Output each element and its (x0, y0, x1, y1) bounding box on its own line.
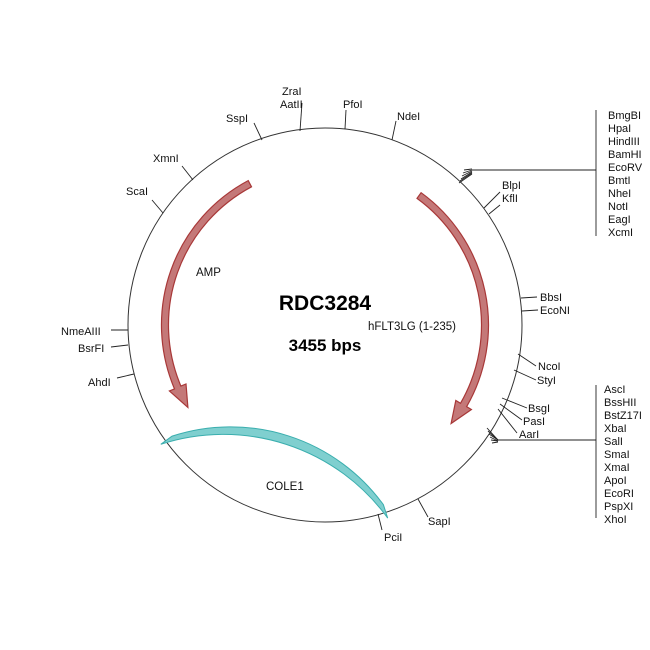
plasmid-name: RDC3284 (279, 292, 372, 315)
single-site-labels: ZraI AatII SspI PfoI NdeI XmnI ScaI BlpI… (61, 86, 570, 544)
hflt3lg-arrow (416, 191, 490, 425)
site-label-apoi: ApoI (604, 475, 627, 487)
plasmid-size: 3455 bps (289, 336, 362, 355)
site-label-bmgbi: BmgBI (608, 110, 641, 122)
feature-label-cole1: COLE1 (266, 481, 304, 493)
site-label-styi: StyI (537, 375, 556, 387)
site-label-hindiii: HindIII (608, 136, 640, 148)
plasmid-backbone (127, 127, 523, 523)
site-label-xhoi: XhoI (604, 514, 627, 526)
mcs-top-leader (458, 110, 597, 236)
feature-label-hflt3lg: hFLT3LG (1-235) (368, 321, 456, 333)
site-label-bsrfi: BsrFI (78, 343, 104, 355)
mcs-bottom-labels: AscI BssHII BstZ17I XbaI SalI SmaI XmaI … (604, 384, 642, 526)
site-label-pcii: PciI (384, 532, 402, 544)
site-label-bamhi: BamHI (608, 149, 642, 161)
site-label-nhei: NheI (608, 188, 631, 200)
site-label-aatii: AatII (280, 99, 303, 111)
site-label-sali: SalI (604, 436, 623, 448)
mcs-top-labels: BmgBI HpaI HindIII BamHI EcoRV BmtI NheI… (608, 110, 643, 239)
mcs-bottom-leader (486, 385, 597, 518)
site-label-sapi: SapI (428, 516, 451, 528)
site-label-bbsi: BbsI (540, 292, 562, 304)
site-label-smai: SmaI (604, 449, 630, 461)
site-label-bmti: BmtI (608, 175, 631, 187)
site-label-pasi: PasI (523, 416, 545, 428)
site-label-eagi: EagI (608, 214, 631, 226)
site-label-xbai: XbaI (604, 423, 627, 435)
site-label-ncoi: NcoI (538, 361, 561, 373)
site-label-sspi: SspI (226, 113, 248, 125)
site-label-hpai: HpaI (608, 123, 631, 135)
site-label-xmai: XmaI (604, 462, 630, 474)
feature-label-amp: AMP (196, 267, 221, 279)
site-label-ecorv: EcoRV (608, 162, 643, 174)
site-label-ndei: NdeI (397, 111, 420, 123)
site-label-pspxi: PspXI (604, 501, 633, 513)
site-label-ahdi: AhdI (88, 377, 111, 389)
site-label-econi: EcoNI (540, 305, 570, 317)
site-label-bsshii: BssHII (604, 397, 636, 409)
site-label-xmni: XmnI (153, 153, 179, 165)
amp-arrow (160, 179, 253, 409)
site-label-aari: AarI (519, 429, 539, 441)
site-label-kfli: KflI (502, 193, 518, 205)
site-label-ecori: EcoRI (604, 488, 634, 500)
site-label-xcmi: XcmI (608, 227, 633, 239)
site-label-blpi: BlpI (502, 180, 521, 192)
site-label-scai: ScaI (126, 186, 148, 198)
site-label-bsgi: BsgI (528, 403, 550, 415)
site-label-pfoi: PfoI (343, 99, 363, 111)
site-label-nmeaiii: NmeAIII (61, 326, 101, 338)
site-label-bstz17i: BstZ17I (604, 410, 642, 422)
site-label-noti: NotI (608, 201, 628, 213)
single-site-ticks (110, 102, 539, 531)
cole1-origin-arc (160, 426, 389, 519)
site-label-asci: AscI (604, 384, 625, 396)
site-label-zrai: ZraI (282, 86, 302, 98)
